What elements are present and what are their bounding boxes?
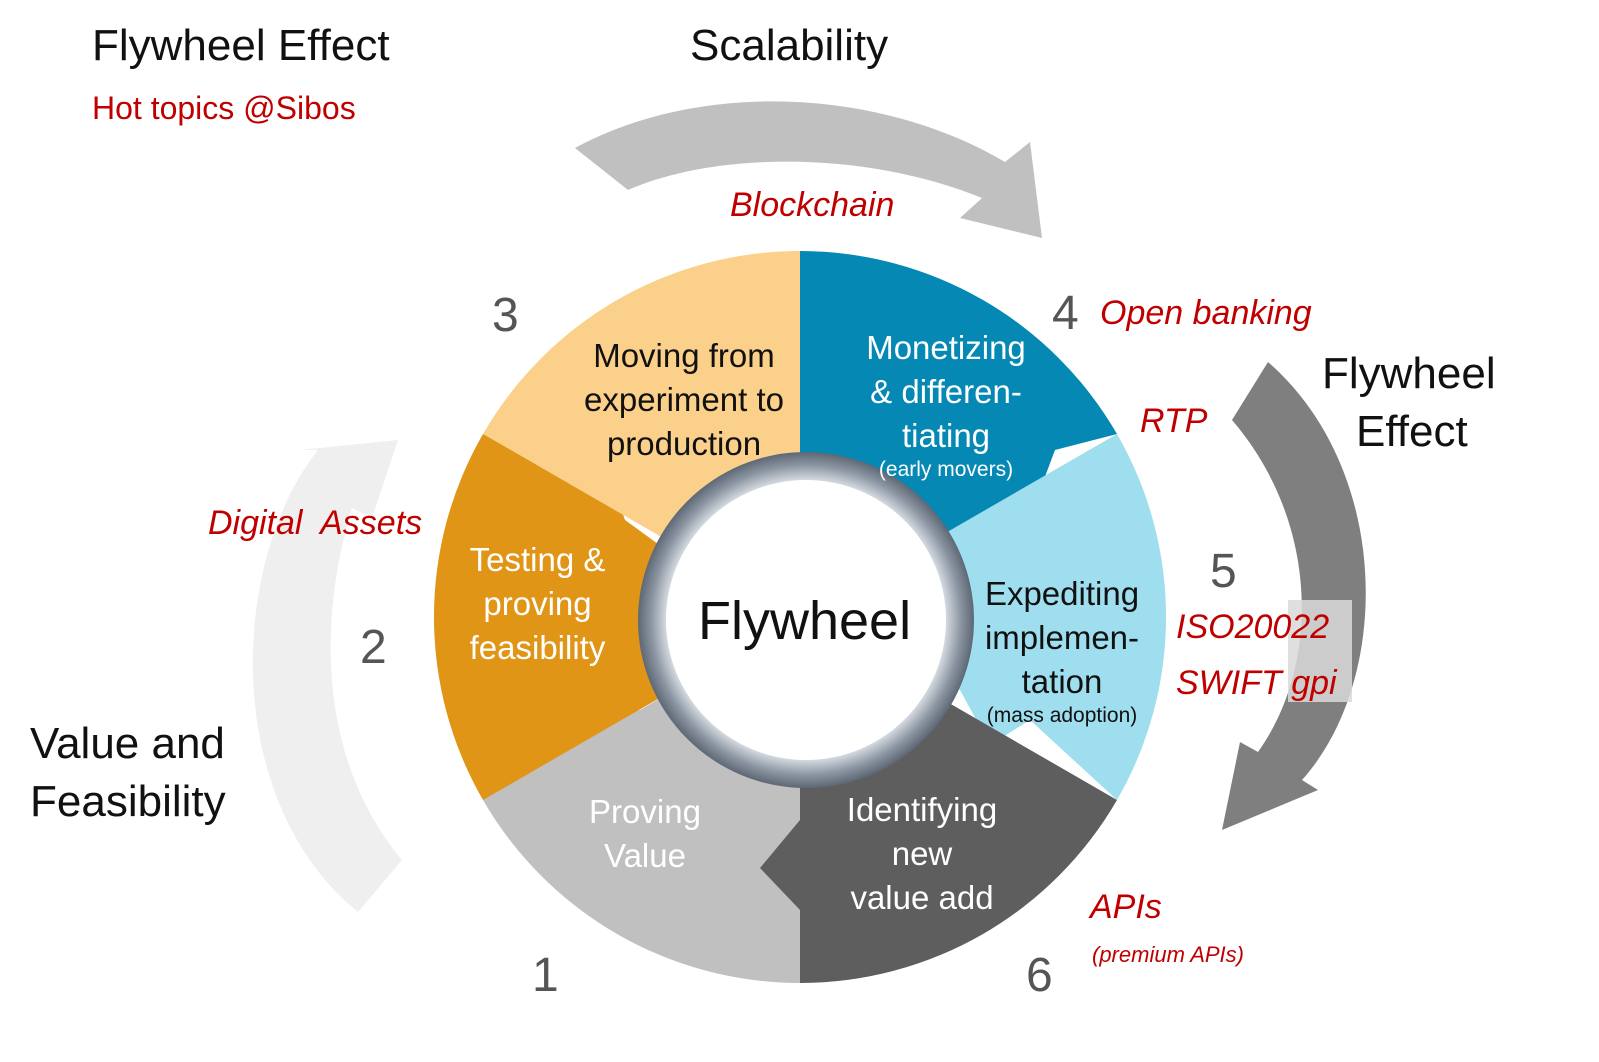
topic-rtp: RTP xyxy=(1140,402,1208,440)
segment-4-text: Monetizing & differen- tiating (early mo… xyxy=(840,326,1052,482)
segment-5-line1: Expediting xyxy=(984,575,1140,612)
segment-6-number: 6 xyxy=(1026,949,1053,1002)
segment-2-number: 2 xyxy=(360,621,387,674)
segment-3-number: 3 xyxy=(492,289,519,342)
flywheel-effect-label-line1: Flywheel xyxy=(1322,349,1496,398)
topic-iso20022: ISO20022 xyxy=(1176,608,1330,646)
segment-3-line1: Moving from xyxy=(593,337,775,374)
segment-6-text: Identifying new value add xyxy=(822,788,1022,920)
segment-2-line2: proving xyxy=(483,585,592,622)
segment-4-note: (early movers) xyxy=(878,458,1014,481)
topic-blockchain: Blockchain xyxy=(730,186,895,224)
segment-5-number: 5 xyxy=(1210,545,1237,598)
topic-open-banking: Open banking xyxy=(1100,294,1312,332)
value-feasibility-arrow xyxy=(252,440,402,912)
flywheel-effect-label-line2: Effect xyxy=(1356,407,1468,456)
segment-5 xyxy=(800,434,1167,800)
segment-6-line2: new xyxy=(891,835,953,872)
segment-4-line2: & differen- xyxy=(870,373,1022,410)
segment-3-text: Moving from experiment to production xyxy=(564,334,804,466)
scalability-label: Scalability xyxy=(690,21,889,70)
segment-1-text: Proving Value xyxy=(550,790,740,878)
segment-6-line1: Identifying xyxy=(846,791,998,828)
segment-3-line3: production xyxy=(606,425,762,462)
segment-5-line3: tation xyxy=(1021,663,1103,700)
diagram-title: Flywheel Effect xyxy=(92,21,390,70)
diagram-subtitle: Hot topics @Sibos xyxy=(92,90,356,126)
center-label: Flywheel xyxy=(698,591,912,651)
topic-swift-gpi: SWIFT gpi xyxy=(1176,664,1337,702)
segment-1-line1: Proving xyxy=(589,793,701,830)
segment-4-line3: tiating xyxy=(901,417,991,454)
segment-1-number: 1 xyxy=(532,949,559,1002)
scalability-arrow xyxy=(575,101,1042,239)
segment-4-number: 4 xyxy=(1052,287,1079,340)
topic-digital-assets: Digital Assets xyxy=(208,504,423,542)
segment-1-line2: Value xyxy=(604,837,686,874)
segment-5-text: Expediting implemen- tation (mass adopti… xyxy=(964,572,1160,728)
segment-6-line3: value add xyxy=(850,879,994,916)
segment-5-note: (mass adoption) xyxy=(986,704,1138,727)
topic-premium-apis: (premium APIs) xyxy=(1092,942,1244,967)
segment-2-text: Testing & proving feasibility xyxy=(440,538,635,670)
segment-3-line2: experiment to xyxy=(584,381,784,418)
segment-2-line1: Testing & xyxy=(469,541,606,578)
iso-swift-highlight xyxy=(1288,600,1352,702)
flywheel-effect-arrow xyxy=(1222,362,1366,830)
value-label-line2: Feasibility xyxy=(30,777,226,826)
topic-apis: APIs xyxy=(1090,888,1162,926)
segment-4-line1: Monetizing xyxy=(866,329,1026,366)
hub-center xyxy=(666,480,946,760)
segment-2 xyxy=(433,434,800,800)
value-label-line1: Value and xyxy=(30,719,225,768)
segment-5-line2: implemen- xyxy=(984,619,1140,656)
segment-2-line3: feasibility xyxy=(469,629,606,666)
